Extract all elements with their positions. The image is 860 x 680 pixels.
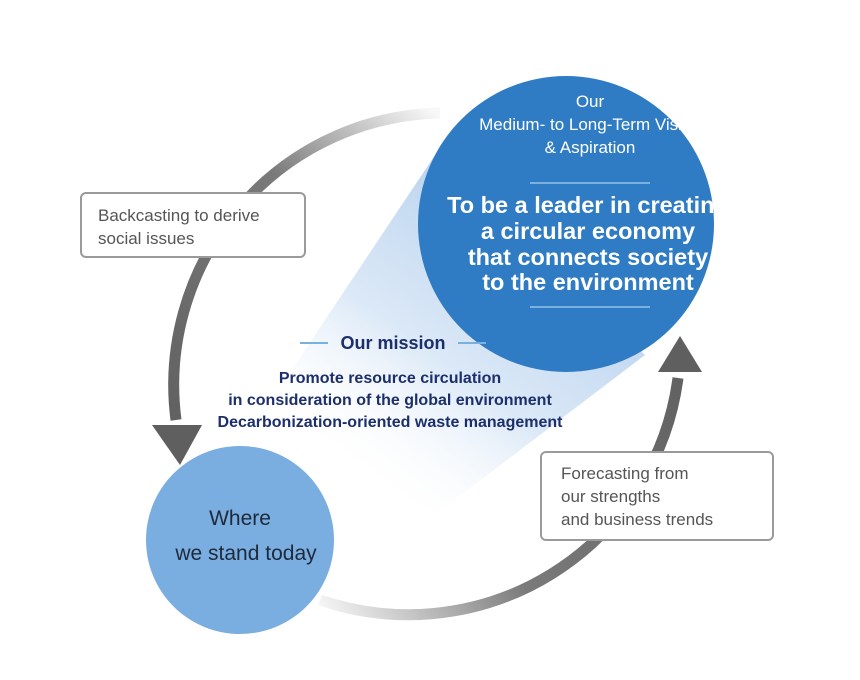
forecasting-arc: [318, 377, 684, 621]
vision-statement-line-2: a circular economy: [481, 218, 695, 244]
today-circle: [146, 446, 334, 634]
forecasting-box: [540, 451, 774, 541]
mission-line-2: in consideration of the global environme…: [228, 392, 552, 409]
vision-statement-line-3: that connects society: [468, 244, 708, 270]
vision-beam: [235, 155, 645, 530]
forecasting-line-2: our strengths: [561, 487, 660, 506]
mission-line-3: Decarbonization-oriented waste managemen…: [218, 414, 564, 431]
today-line-1: Where: [209, 507, 271, 530]
forecasting-arrowhead: [658, 336, 702, 372]
backcasting-line-1: Backcasting to derive: [98, 206, 260, 225]
backcasting-arrowhead: [152, 425, 202, 465]
vision-heading-line-1: Our: [576, 92, 605, 111]
vision-statement-line-1: To be a leader in creating: [447, 192, 729, 218]
backcasting-box: [80, 192, 306, 258]
today-line-2: we stand today: [174, 542, 317, 565]
mission-line-1: Promote resource circulation: [279, 370, 501, 387]
vision-circle: [418, 76, 714, 372]
vision-heading-line-2: Medium- to Long-Term Vision: [479, 115, 701, 134]
mission-title: Our mission: [340, 333, 445, 353]
vision-heading-line-3: & Aspiration: [545, 138, 636, 157]
forecasting-line-3: and business trends: [561, 510, 713, 529]
forecasting-line-1: Forecasting from: [561, 464, 689, 483]
vision-statement-line-4: to the environment: [482, 269, 694, 295]
backcasting-line-2: social issues: [98, 229, 194, 248]
